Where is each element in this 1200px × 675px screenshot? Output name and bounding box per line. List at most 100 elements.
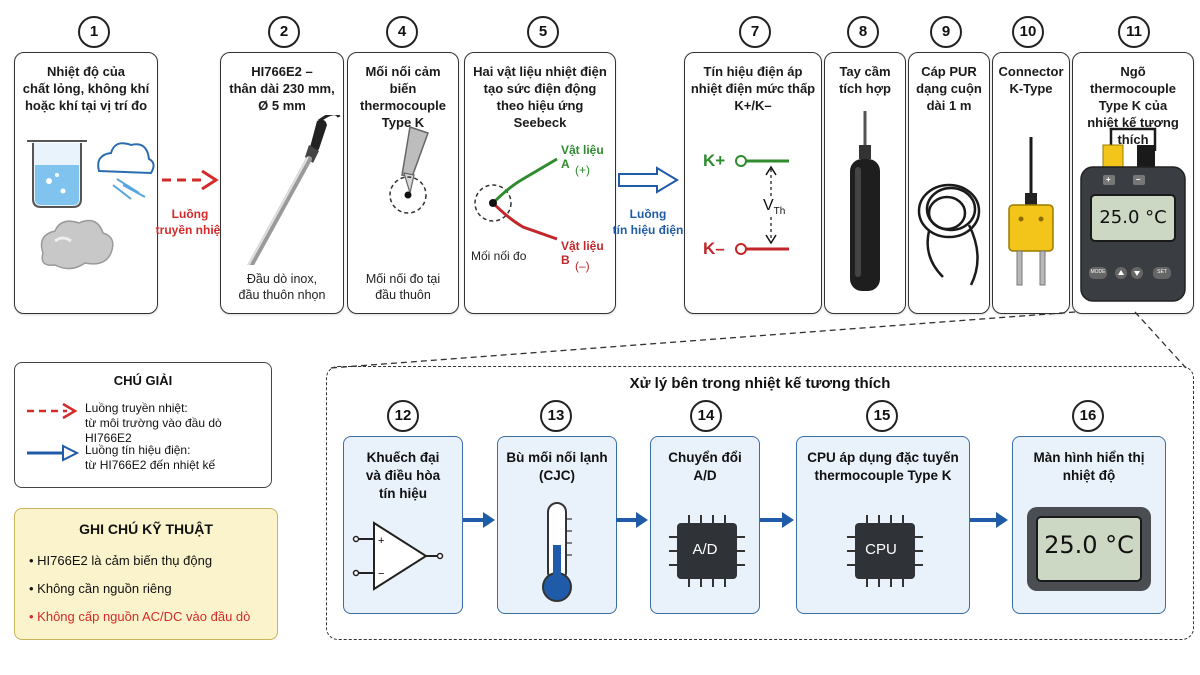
process-arrow-13-14	[616, 512, 648, 528]
step-number-5: 5	[527, 16, 559, 48]
step-number-7: 7	[739, 16, 771, 48]
step-13-title: Bù mối nối lạnh(CJC)	[506, 450, 608, 483]
zoom-connector-lines	[329, 311, 1187, 369]
legend-signal-text: Luồng tín hiệu điện:từ HI766E2 đến nhiệt…	[85, 443, 216, 472]
voltage-diagram	[735, 155, 789, 255]
step-number-2: 2	[268, 16, 300, 48]
probe-tip-icon	[389, 126, 429, 214]
note-item: • HI766E2 là cảm biến thụ động	[29, 553, 213, 568]
cpu-chip-label: CPU	[865, 541, 897, 558]
svg-text:−: −	[378, 568, 384, 580]
processing-panel: Xử lý bên trong nhiệt kế tương thích	[326, 366, 1194, 640]
material-a-label: Vật liệu A	[561, 143, 604, 171]
beaker-icon	[27, 140, 87, 208]
material-b-label: Vật liệu B	[561, 239, 604, 267]
handle-icon	[850, 111, 880, 291]
legend-title: CHÚ GIẢI	[113, 373, 173, 388]
cpu-chip-icon	[847, 515, 923, 587]
op-amp-icon: + −	[352, 521, 444, 591]
device-set-label: SET	[1157, 269, 1167, 275]
seebeck-diagram	[474, 157, 558, 241]
cloud-wind-icon	[97, 142, 155, 200]
device-minus-label: –	[1136, 175, 1141, 184]
step-2-title: HI766E2 –thân dài 230 mm,Ø 5 mm	[229, 64, 335, 113]
note-item: • Không cần nguồn riêng	[29, 581, 172, 596]
coiled-cable-icon	[917, 183, 981, 286]
legend-heat-arrow	[27, 402, 78, 420]
thermometer-icon	[542, 502, 572, 602]
material-b-polarity: (–)	[575, 259, 590, 273]
note-item-warning: • Không cấp nguồn AC/DC vào đầu dò	[29, 609, 251, 624]
thermometer-device-icon	[1080, 127, 1186, 302]
step-number-12: 12	[387, 400, 419, 432]
environment-icons	[27, 140, 155, 270]
measuring-junction-label: Mối nối đo	[471, 249, 527, 263]
k-plus-label: K+	[703, 151, 726, 170]
process-arrow-14-15	[760, 512, 794, 528]
step-2-caption: Đầu dò inox,đầu thuôn nhọn	[238, 272, 326, 302]
steam-cloud-icon	[40, 219, 114, 270]
step-13-cjc-box: Bù mối nối lạnh(CJC)	[497, 436, 617, 614]
legend-heat-text: Luồng truyền nhiệt:từ môi trường vào đầu…	[85, 401, 222, 445]
step-number-13: 13	[540, 400, 572, 432]
adc-chip-label: A/D	[692, 541, 718, 558]
device-temperature-reading: 25.0 °C	[1099, 207, 1167, 228]
display-temperature-reading: 25.0 °C	[1044, 531, 1134, 559]
step-number-15: 15	[866, 400, 898, 432]
signal-flow-arrow	[618, 166, 679, 194]
step-number-10: 10	[1012, 16, 1044, 48]
vth-label: VTh	[763, 197, 786, 218]
adc-chip-icon	[669, 515, 745, 587]
step-number-1: 1	[78, 16, 110, 48]
processing-title: Xử lý bên trong nhiệt kế tương thích	[629, 375, 891, 392]
step-number-4: 4	[386, 16, 418, 48]
notes-title: GHI CHÚ KỸ THUẬT	[79, 521, 213, 537]
step-number-16: 16	[1072, 400, 1104, 432]
device-plus-label: +	[1106, 175, 1111, 184]
heat-flow-arrow	[162, 169, 219, 191]
step-number-9: 9	[930, 16, 962, 48]
k-minus-label: K–	[703, 239, 725, 258]
svg-text:+: +	[378, 535, 384, 547]
step-number-11: 11	[1118, 16, 1150, 48]
step-number-14: 14	[690, 400, 722, 432]
step-number-8: 8	[847, 16, 879, 48]
material-a-polarity: (+)	[575, 163, 590, 177]
technical-notes-box: GHI CHÚ KỸ THUẬT • HI766E2 là cảm biến t…	[14, 508, 278, 640]
legend-box: CHÚ GIẢI Luồng truyền nhiệt:từ môi trườn…	[14, 362, 272, 488]
display-screen-icon	[1027, 507, 1151, 591]
legend-signal-arrow	[27, 444, 80, 462]
step-2-probe-box: HI766E2 –thân dài 230 mm,Ø 5 mm Đầu dò i…	[220, 52, 344, 314]
device-mode-label: MODE	[1090, 269, 1106, 275]
process-arrow-15-16	[970, 512, 1008, 528]
probe-icon	[247, 115, 341, 265]
process-arrow-12-13	[463, 512, 495, 528]
